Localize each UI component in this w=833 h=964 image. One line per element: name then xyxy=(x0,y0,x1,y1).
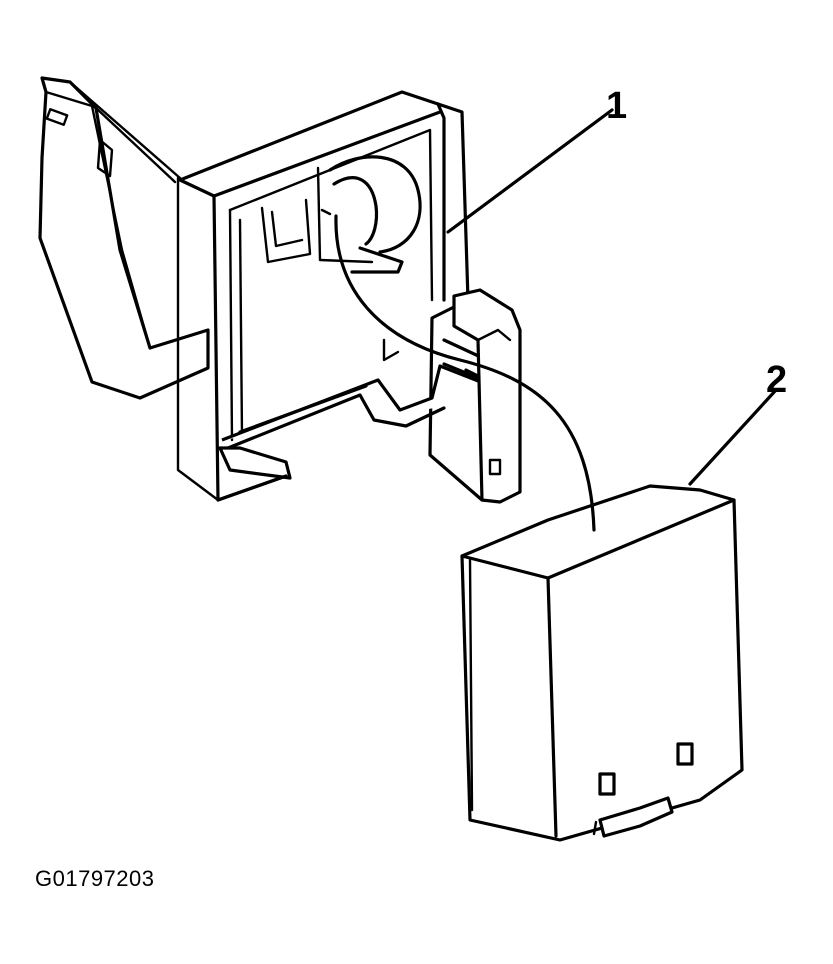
callout-label-2: 2 xyxy=(766,359,787,401)
mounting-bracket xyxy=(38,76,522,504)
callout-label-1: 1 xyxy=(606,85,627,127)
module-leader-line xyxy=(334,214,596,532)
leader-lines xyxy=(334,108,778,532)
callout-1-leader xyxy=(446,108,614,234)
electronic-module xyxy=(460,484,744,842)
figure-id: G01797203 xyxy=(35,866,155,891)
callout-2-leader xyxy=(688,388,778,486)
